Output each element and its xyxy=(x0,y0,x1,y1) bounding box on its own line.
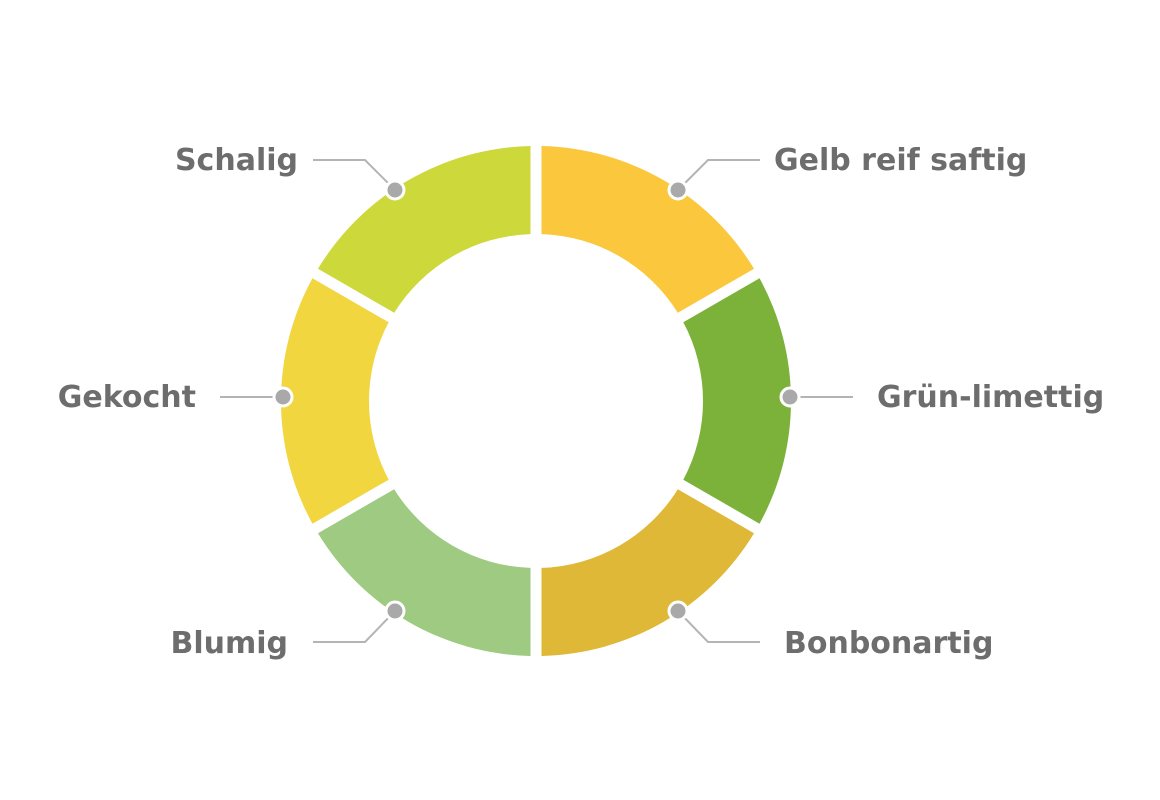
anchor-dot-gelb-reif-saftig xyxy=(667,179,689,201)
leader-line-blumig xyxy=(313,610,396,643)
label-gelb-reif-saftig: Gelb reif saftig xyxy=(774,143,1027,178)
anchor-dot-blumig xyxy=(384,600,406,622)
segment-labels: Gelb reif saftig Grün-limettig Bonbonart… xyxy=(58,143,1104,661)
leader-line-bonbonartig xyxy=(677,610,760,643)
leader-line-gelb-reif-saftig xyxy=(677,159,760,191)
label-gekocht: Gekocht xyxy=(58,380,196,415)
label-blumig: Blumig xyxy=(170,626,288,661)
ring-segments xyxy=(280,146,792,656)
anchor-dot-bonbonartig xyxy=(667,600,689,622)
segment-bonbonartig xyxy=(541,489,755,656)
anchor-dot-schalig xyxy=(384,179,406,201)
anchor-dot-gekocht xyxy=(272,386,294,408)
segment-gekocht xyxy=(280,278,389,524)
segment-schalig xyxy=(317,146,531,313)
label-gruen-limettig: Grün-limettig xyxy=(877,380,1104,415)
anchor-dots xyxy=(272,179,801,622)
leader-line-schalig xyxy=(313,159,396,191)
segment-blumig xyxy=(317,489,531,656)
segment-gruen-limettig xyxy=(683,278,792,524)
label-bonbonartig: Bonbonartig xyxy=(784,626,993,661)
segment-gelb-reif-saftig xyxy=(541,146,755,313)
label-schalig: Schalig xyxy=(175,143,298,178)
anchor-dot-gruen-limettig xyxy=(779,386,801,408)
